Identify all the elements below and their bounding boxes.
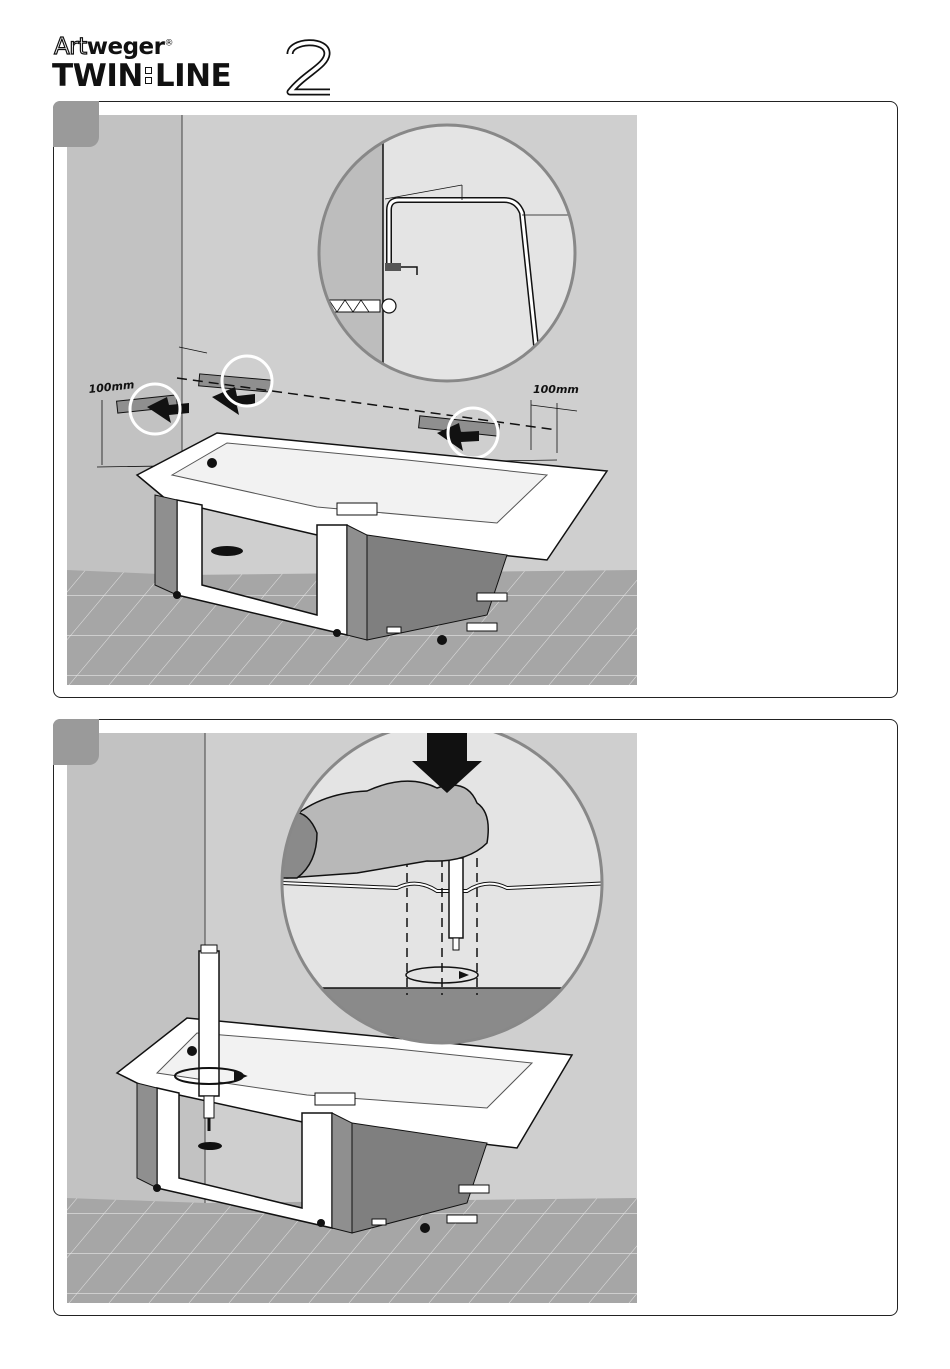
illustration-wall-bracket-mounting: 100mm 100mm — [67, 115, 637, 685]
product-number-2-icon — [284, 36, 334, 96]
dimension-label-right: 100mm — [533, 383, 579, 396]
step-tab — [53, 101, 99, 147]
brand-suffix: weger — [87, 34, 165, 60]
wall-left — [67, 733, 205, 1203]
brand-prefix: Art — [54, 34, 87, 60]
registered-mark: ® — [164, 38, 173, 48]
product-left: TWIN — [52, 58, 143, 94]
brand-name: Artweger® — [54, 34, 173, 60]
instruction-text-area — [654, 122, 884, 662]
product-name: TWIN LINE — [52, 61, 231, 92]
instruction-panel-step-2 — [53, 719, 898, 1316]
step-tab — [53, 719, 99, 765]
colon-separator-icon — [144, 63, 154, 87]
brand-logo: Artweger® TWIN LINE — [52, 30, 342, 100]
illustration-leg-adjustment — [67, 733, 637, 1303]
instruction-text-area — [654, 740, 884, 1280]
instruction-panel-step-1: 100mm 100mm — [53, 101, 898, 698]
product-right: LINE — [155, 58, 231, 94]
